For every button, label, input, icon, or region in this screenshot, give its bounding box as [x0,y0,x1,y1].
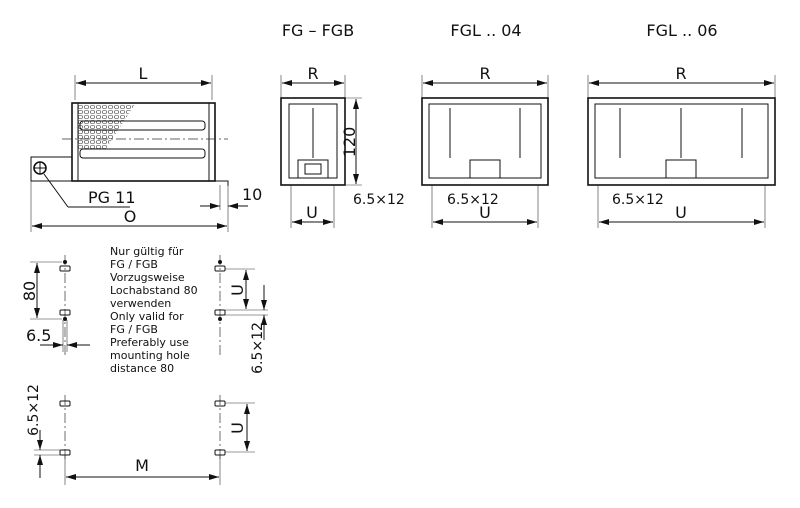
svg-text:Lochabstand 80: Lochabstand 80 [110,284,198,297]
slot-left-label: 6.5×12 [26,384,42,436]
fgl06-dim-U: U [675,203,687,222]
slot-right-label: 6.5×12 [250,322,266,374]
fgl04-end-view: R 6.5×12 U [421,64,549,228]
svg-text:Preferably use: Preferably use [110,336,189,349]
fgl04-dim-U: U [479,203,491,222]
dim-M-label: M [135,456,149,475]
svg-text:FG / FGB: FG / FGB [110,323,158,336]
fg-end-view: R 120 6.5×12 U [280,64,405,228]
gland-label: PG 11 [88,188,136,207]
title-fgl-06: FGL .. 06 [646,21,717,40]
dim-U-top-label: U [228,284,247,296]
fg-dim-U: U [306,203,318,222]
dim-6.5-label: 6.5 [26,326,51,345]
svg-text:mounting hole: mounting hole [110,349,190,362]
dim-L-label: L [139,64,148,83]
svg-text:Vorzugsweise: Vorzugsweise [110,271,185,284]
fgl04-dim-R: R [479,64,490,83]
svg-text:FG / FGB: FG / FGB [110,258,158,271]
title-fg-fgb: FG – FGB [282,21,354,40]
dim-U-bottom-label: U [228,422,247,434]
svg-text:verwenden: verwenden [110,297,171,310]
fgl06-dim-R: R [675,64,686,83]
dim-10-label: 10 [242,185,262,204]
svg-text:Only valid for: Only valid for [110,310,184,323]
fg-dim-120: 120 [340,127,359,158]
fgl06-slot-label: 6.5×12 [612,192,664,208]
hole-pattern: 80 6.5 Nur gültig für FG / FGB Vorzugswe… [20,245,268,485]
dim-O-label: O [124,207,137,226]
fg-slot-label: 6.5×12 [353,192,405,208]
side-view: L PG 11 10 O [30,64,262,232]
note-text: Nur gültig für FG / FGB Vorzugsweise Loc… [110,245,198,375]
title-fgl-04: FGL .. 04 [450,21,521,40]
fgl04-slot-label: 6.5×12 [447,192,499,208]
dim-80-label: 80 [20,281,39,301]
fg-dim-R: R [307,64,318,83]
svg-text:Nur gültig für: Nur gültig für [110,245,184,258]
fgl06-end-view: R 6.5×12 U [587,64,776,228]
svg-text:distance 80: distance 80 [110,362,174,375]
